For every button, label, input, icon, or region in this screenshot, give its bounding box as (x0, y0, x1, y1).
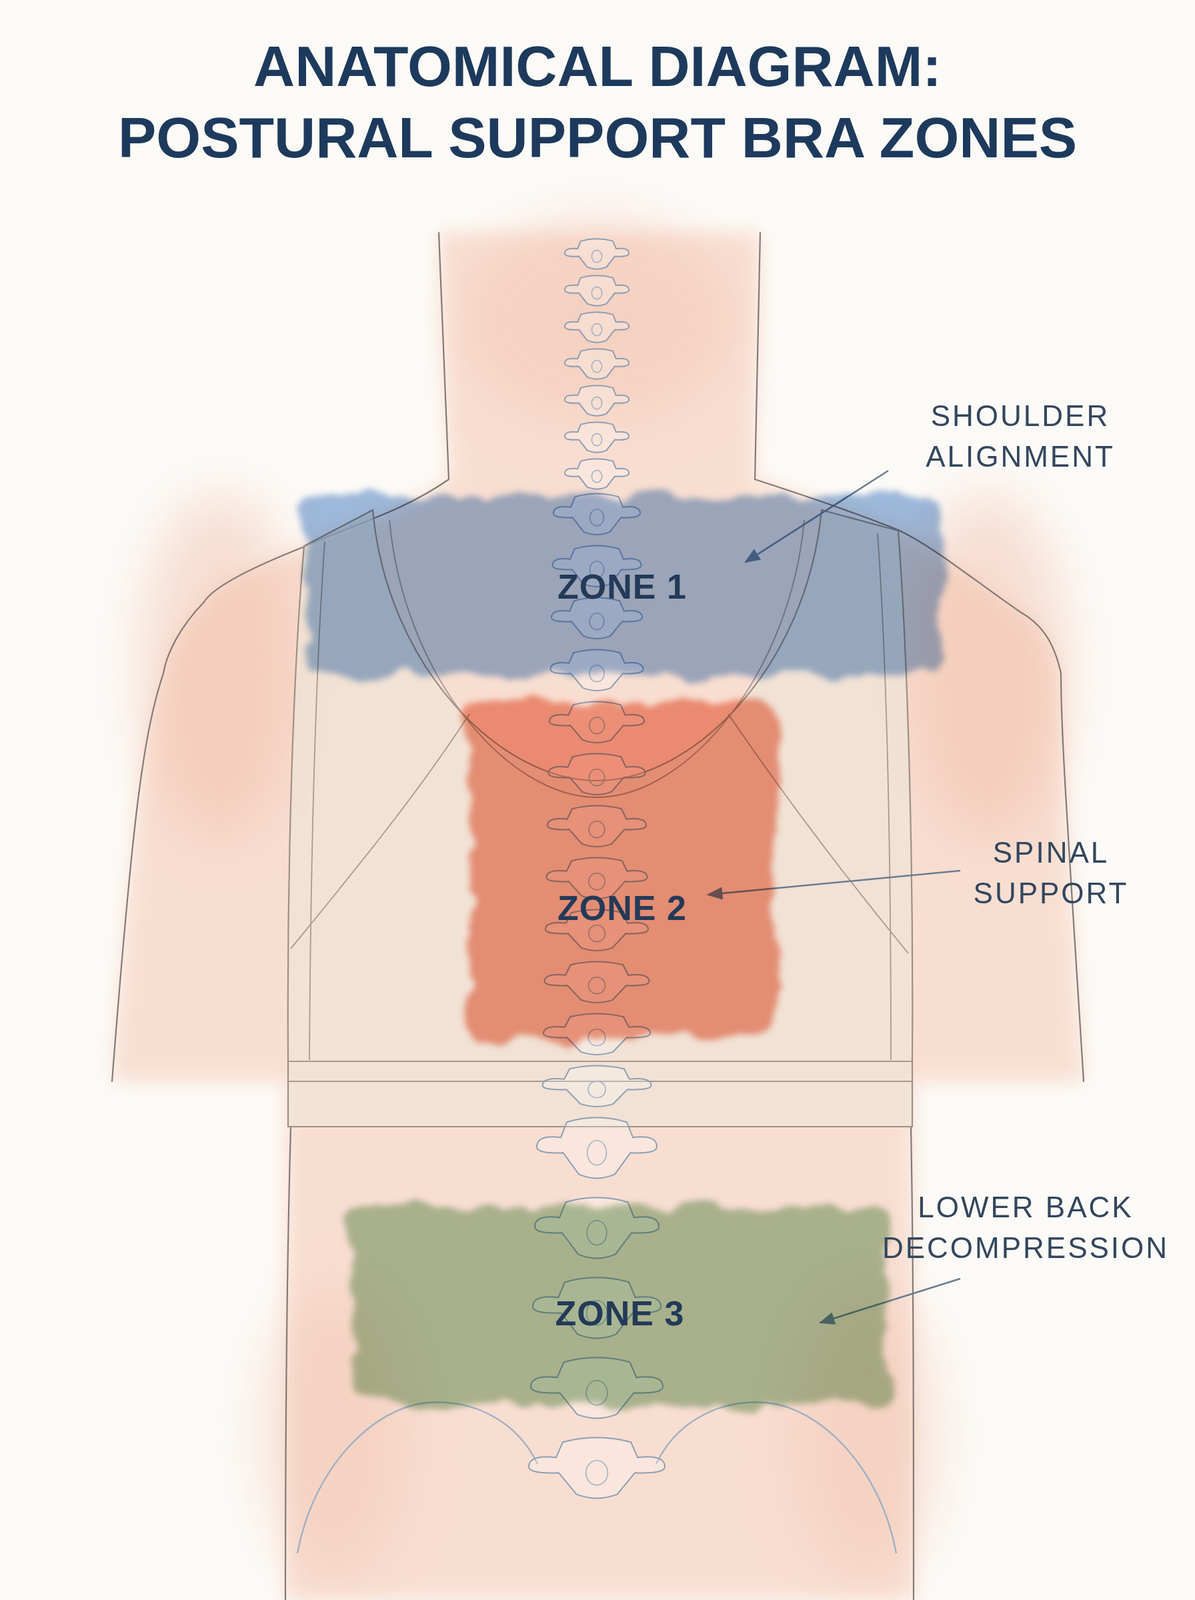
zone-label: ZONE 3 (342, 1293, 898, 1334)
vertebra (564, 238, 629, 270)
spinous-process (591, 250, 602, 263)
callout-label: LOWER BACK DECOMPRESSION (868, 1186, 1183, 1269)
spinous-process (588, 1081, 606, 1099)
spinous-process (586, 1461, 609, 1486)
zone-fill (459, 694, 785, 1047)
zone-region: ZONE 1 (296, 488, 949, 684)
skin-fill (112, 232, 1084, 1600)
pelvis-outline (656, 1402, 897, 1554)
pelvis-outline (297, 1402, 538, 1554)
body-outline (285, 1127, 291, 1600)
vertebra (564, 312, 629, 343)
bra-seam (290, 714, 470, 949)
spinous-process (591, 360, 602, 373)
spinous-process (591, 323, 602, 336)
spinous-process (591, 433, 602, 446)
spinous-process (591, 286, 602, 299)
zone-wash (467, 702, 777, 1039)
vertebra (564, 422, 629, 453)
spinous-process (591, 396, 602, 409)
bra-seam (288, 1060, 913, 1063)
vertebra (564, 348, 629, 380)
vertebra (564, 458, 629, 490)
zone-region: ZONE 3 (342, 1199, 898, 1414)
diagram-title: ANATOMICAL DIAGRAM: POSTURAL SUPPORT BRA… (100, 30, 1095, 174)
skin-shade (463, 220, 731, 421)
vertebra (564, 275, 629, 307)
vertebra (536, 1117, 657, 1179)
callout-label: SPINAL SUPPORT (940, 832, 1161, 914)
spinous-process (587, 1140, 607, 1166)
vertebra (542, 1066, 652, 1107)
spinous-process (591, 470, 602, 483)
body-outline (910, 1127, 914, 1600)
vertebra (528, 1437, 665, 1499)
callout-label: SHOULDER ALIGNMENT (900, 395, 1141, 477)
vertebra (564, 385, 629, 417)
zone-region: ZONE 2 (459, 694, 785, 1047)
zone-label: ZONE 1 (296, 566, 949, 607)
zone-label: ZONE 2 (459, 888, 785, 929)
